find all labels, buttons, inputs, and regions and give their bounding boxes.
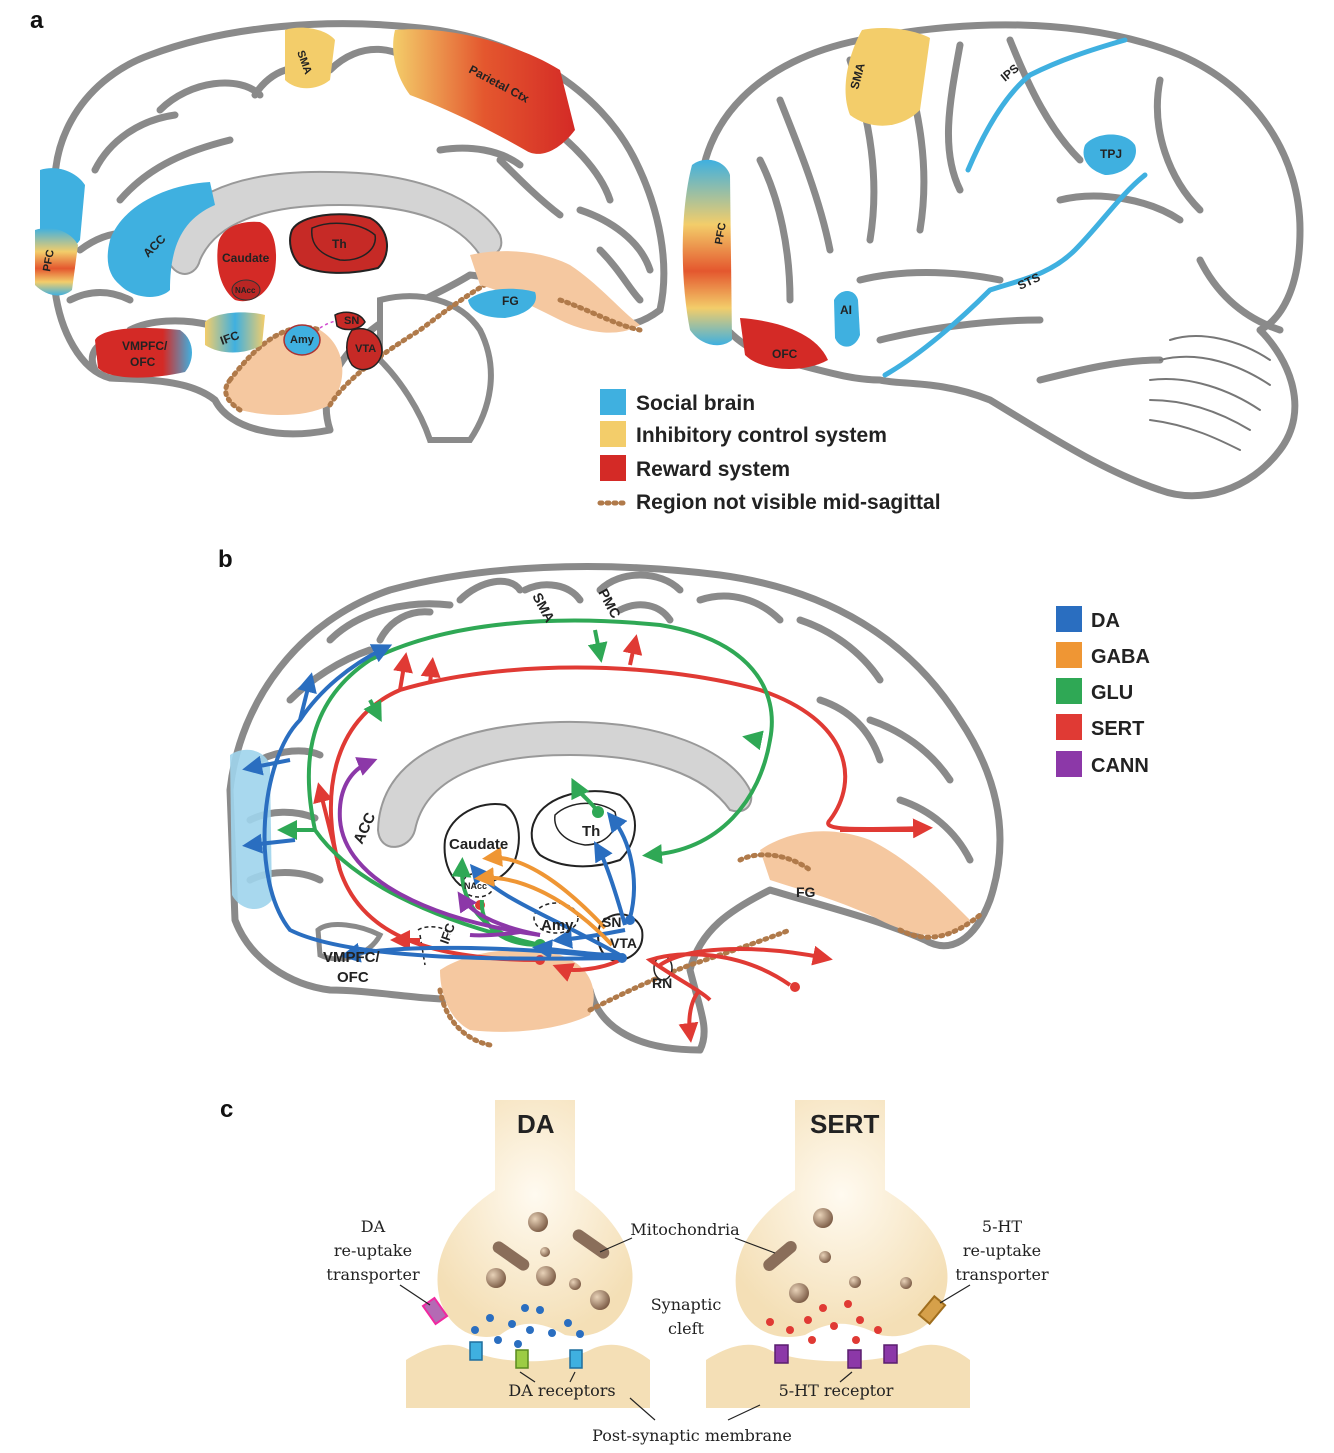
panel-b-label: b [218, 546, 233, 573]
da-transporter-label-3: transporter [326, 1265, 420, 1284]
ht-transporter-label-3: transporter [955, 1265, 1049, 1284]
synaptic-cleft-label-1: Synaptic [651, 1295, 722, 1314]
sert-receptor-2 [847, 1349, 862, 1369]
a-medial-caudate-label: Caudate [222, 251, 270, 265]
b-sn-label: SN [602, 914, 621, 930]
da-synapse: DA [406, 1100, 650, 1408]
legend-swatch-sert [1056, 714, 1082, 740]
a-medial-vmpfc-label: VMPFC/ [122, 339, 168, 353]
legend-swatch-gaba [1056, 642, 1082, 668]
b-vta-label: VTA [610, 935, 637, 951]
panel-a-legend: Social brain Inhibitory control system R… [597, 389, 941, 514]
sert-synapse: SERT [706, 1100, 970, 1408]
a-medial-fg-label: FG [502, 294, 519, 308]
a-lateral-ofc-label: OFC [772, 347, 798, 361]
a-lateral-tpj-label: TPJ [1100, 147, 1122, 161]
a-medial-vta-label: VTA [355, 343, 376, 355]
medial-brain-a: SMA Parietal Ctx PFC ACC Caudate NAcc Th… [35, 20, 668, 443]
b-caudate-label: Caudate [449, 836, 508, 853]
legend-label-reward: Reward system [636, 458, 790, 481]
b-ofc-label: OFC [337, 969, 369, 986]
lateral-brain-a: SMA IPS TPJ PFC STS AI OFC [682, 21, 1304, 500]
legend-label-da: DA [1091, 610, 1120, 632]
da-mitochondrion-1 [492, 1241, 530, 1271]
legend-label-glu: GLU [1091, 682, 1133, 704]
legend-label-not-visible: Region not visible mid-sagittal [636, 491, 941, 514]
legend-swatch-inhibitory [600, 421, 626, 447]
da-receptor-3 [569, 1349, 583, 1369]
b-ifc-label: IFC [437, 921, 458, 946]
legend-label-inhibitory: Inhibitory control system [636, 424, 887, 447]
a-medial-nacc-label: NAcc [235, 286, 256, 295]
legend-label-social: Social brain [636, 392, 755, 415]
sert-receptor-1 [774, 1344, 789, 1364]
a-medial-sn-label: SN [344, 315, 359, 327]
da-transporter-label-1: DA [361, 1217, 386, 1236]
a-lateral-ai-label: AI [840, 303, 852, 317]
a-medial-amy-label: Amy [290, 334, 315, 346]
sert-title: SERT [810, 1109, 879, 1139]
b-rn-label: RN [652, 975, 672, 991]
panel-c-labels: DA re-uptake transporter Mitochondria Sy… [326, 1217, 1049, 1445]
legend-swatch-da [1056, 606, 1082, 632]
da-transporter-label-2: re-uptake [334, 1241, 412, 1260]
legend-swatch-reward [600, 455, 626, 481]
mitochondria-label: Mitochondria [630, 1220, 740, 1239]
b-vmpfc-label: VMPFC/ [323, 949, 381, 966]
a-medial-pfc-label: PFC [41, 249, 57, 273]
a-medial-ifc-label: IFC [218, 328, 241, 348]
sert-receptor-3 [883, 1344, 898, 1364]
post-synaptic-label: Post-synaptic membrane [592, 1426, 792, 1445]
b-nacc-label: NAcc [464, 881, 487, 891]
legend-label-sert: SERT [1091, 718, 1144, 740]
panel-a-label: a [30, 7, 44, 34]
ht-receptor-label: 5-HT receptor [779, 1381, 894, 1400]
ht-transporter-label-2: re-uptake [963, 1241, 1041, 1260]
a-lateral-sma-label: SMA [847, 61, 868, 91]
legend-label-gaba: GABA [1091, 646, 1150, 668]
legend-swatch-social [600, 389, 626, 415]
legend-swatch-glu [1056, 678, 1082, 704]
b-th-label: Th [582, 823, 600, 840]
a-medial-ofc-label: OFC [130, 355, 156, 369]
a-lateral-pfc-label: PFC [713, 222, 729, 246]
ht-transporter-label-1: 5-HT [982, 1217, 1023, 1236]
da-title: DA [517, 1109, 555, 1139]
panel-c-label: c [220, 1096, 233, 1123]
synaptic-cleft-label-2: cleft [668, 1319, 704, 1338]
b-fg-label: FG [796, 884, 816, 900]
sert-transporter [917, 1294, 947, 1326]
da-receptor-1 [469, 1341, 483, 1361]
sert-mitochondrion [763, 1241, 797, 1271]
panel-b-legend: DA GABA GLU SERT CANN [1056, 606, 1150, 777]
pathways [242, 618, 933, 1043]
a-medial-th-label: Th [332, 237, 347, 251]
da-receptor-2 [515, 1349, 529, 1369]
b-amy-label: Amy [541, 917, 574, 934]
legend-label-cann: CANN [1091, 755, 1149, 777]
da-receptors-label: DA receptors [508, 1381, 615, 1400]
legend-swatch-cann [1056, 751, 1082, 777]
